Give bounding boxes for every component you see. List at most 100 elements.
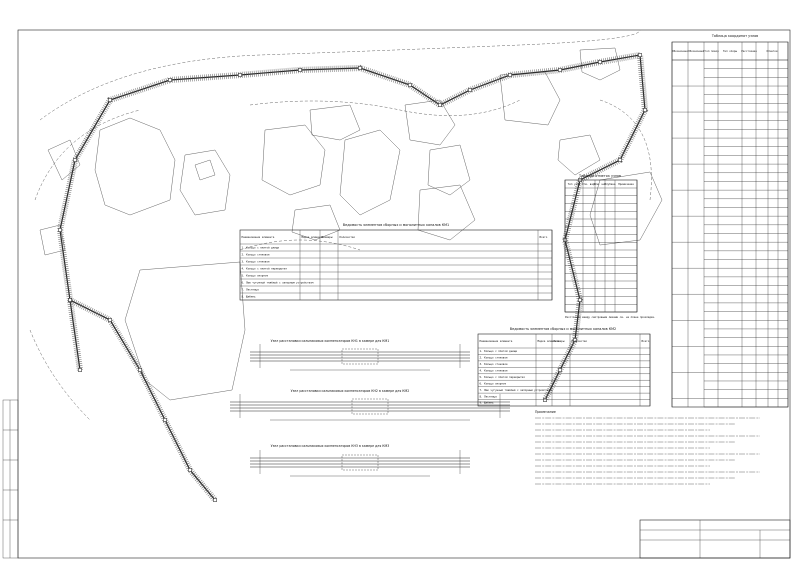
wells-table: Таблица отметок узлов Расстояния между с…	[564, 174, 656, 319]
spec-table-header: Размеры	[322, 235, 333, 239]
spec-table-header: Количество	[340, 235, 356, 239]
pipeline-route	[56, 51, 649, 502]
route-node	[358, 66, 362, 70]
route-node	[73, 158, 77, 162]
route-node	[618, 158, 622, 162]
coordinates-table-header: Расстояние	[741, 49, 757, 53]
sheet-frame	[17, 29, 791, 559]
coordinates-table-frame	[671, 41, 789, 408]
route-node	[598, 60, 602, 64]
dashed-contour	[39, 29, 641, 121]
coordinates-table-header: Отметки	[767, 49, 778, 53]
route-node	[58, 228, 62, 232]
spec-table-row-label: 6. Кольцо опорное	[480, 381, 507, 385]
route-node	[638, 53, 642, 57]
wells-table-header: Отм. верх	[582, 182, 596, 186]
spec-table-row-label: 1. Кольцо с плитой днища	[480, 349, 518, 353]
wells-table-title: Таблица отметок узлов	[578, 174, 621, 178]
route-node	[108, 318, 112, 322]
spec-table-row-label: 8. Щебень	[242, 294, 256, 299]
route-node	[508, 73, 512, 77]
route-centerline	[69, 299, 216, 501]
spec-table-row-label: 3. Кольцо стеновое	[480, 362, 509, 366]
section-chamber	[341, 348, 379, 365]
spec-table-row-label: 5. Кольцо с плитой перекрытия	[480, 375, 526, 379]
coordinates-table-header: Угол повор	[703, 49, 719, 53]
spec-table-row-label: 3. Кольцо стеновое	[242, 260, 271, 264]
route-node	[213, 498, 217, 502]
wells-table-header: Тип узла	[568, 182, 581, 186]
wells-table-frame	[564, 179, 638, 313]
spec-table-row-label: 7. Люк чугунный тяжёлый с запорным устро…	[480, 388, 552, 392]
spec-table-row-label: 1. Кольцо с плитой днища	[242, 246, 280, 250]
coordinates-table-header: Тип опоры	[723, 49, 737, 53]
notes-title: Примечание	[535, 410, 556, 414]
route-node	[238, 73, 242, 77]
contour-lines	[29, 29, 652, 421]
route-node	[558, 68, 562, 72]
wells-table-footnote: Расстояния между смотровыми люками см. н…	[565, 315, 656, 319]
dashed-contour	[249, 99, 521, 116]
spec-table-header: Наименование элемента	[242, 235, 275, 239]
spec-table-header: Количество	[572, 339, 588, 343]
route-hatching	[56, 51, 649, 402]
spec-table-km2: Ведомость элементов сборных и монолитных…	[477, 327, 651, 407]
route-node	[138, 368, 142, 372]
wells-table-header: Глубина	[605, 181, 616, 186]
dashed-contour	[29, 329, 91, 421]
side-stamp	[2, 399, 19, 559]
route-node	[558, 368, 562, 372]
section-chamber	[351, 398, 389, 415]
route-node	[438, 103, 442, 107]
spec-table-header: Всего	[642, 339, 650, 343]
section-2-title: Узел расстановки сальниковых компенсатор…	[291, 389, 410, 393]
route-node	[573, 338, 577, 342]
spec-table-row-label: 8. Лестница	[480, 394, 498, 398]
route-node	[643, 108, 647, 112]
section-1-title: Узел расстановки сальниковых компенсатор…	[271, 339, 390, 343]
spec-table-header: Размеры	[554, 339, 565, 343]
title-block	[639, 519, 791, 559]
spec-table-row-label: 4. Кольцо с плитой перекрытия	[242, 267, 288, 271]
spec-table-header: Марка элемента	[302, 235, 324, 239]
spec-table-header: Всего	[540, 235, 548, 239]
spec-table-row-label: 2. Кольцо стеновое	[242, 253, 271, 257]
spec-table-row-label: 6. Люк чугунный тяжёлый с запорным устро…	[242, 281, 314, 285]
route-node	[468, 88, 472, 92]
wells-table-header: Примечание	[618, 182, 634, 186]
route-node	[408, 83, 412, 87]
spec-table-header: Марка элемента	[538, 339, 560, 343]
spec-table-row-label: 2. Кольцо стеновое	[480, 356, 509, 360]
section-3-title: Узел расстановки сальниковых компенсатор…	[271, 444, 390, 448]
compensator-sections: Узел расстановки сальниковых компенсатор…	[230, 339, 510, 477]
coordinates-table-header: Обозначени	[688, 48, 704, 53]
wells-table-header: Отм. низ	[594, 182, 607, 186]
spec-table-header: Наименование элемента	[480, 339, 513, 343]
route-node	[68, 298, 72, 302]
spec-table-row-label: 7. Лестница	[242, 288, 260, 292]
dashed-contour	[34, 109, 141, 201]
route-node	[78, 368, 82, 372]
notes-block: Примечание	[535, 410, 760, 485]
section-chamber	[341, 454, 379, 471]
route-centerline	[59, 54, 646, 401]
spec-table-row-label: 4. Кольцо стеновое	[480, 369, 509, 373]
route-node	[163, 418, 167, 422]
route-node	[188, 468, 192, 472]
spec-table-km1-title: Ведомость элементов сборных и монолитных…	[343, 223, 449, 227]
route-node	[168, 78, 172, 82]
route-node	[578, 298, 582, 302]
coordinates-table-title: Таблица координат узлов	[711, 34, 758, 38]
spec-table-row-label: 5. Кольцо опорное	[242, 274, 269, 278]
coordinates-table-header: Обозначени	[672, 48, 688, 53]
dashed-contour	[599, 99, 652, 201]
route-hatching	[68, 297, 218, 502]
route-node	[543, 398, 547, 402]
route-node	[298, 68, 302, 72]
spec-table-km1: Ведомость элементов сборных и монолитных…	[239, 223, 553, 301]
route-node	[108, 98, 112, 102]
spec-table-km2-title: Ведомость элементов сборных и монолитных…	[510, 327, 616, 331]
